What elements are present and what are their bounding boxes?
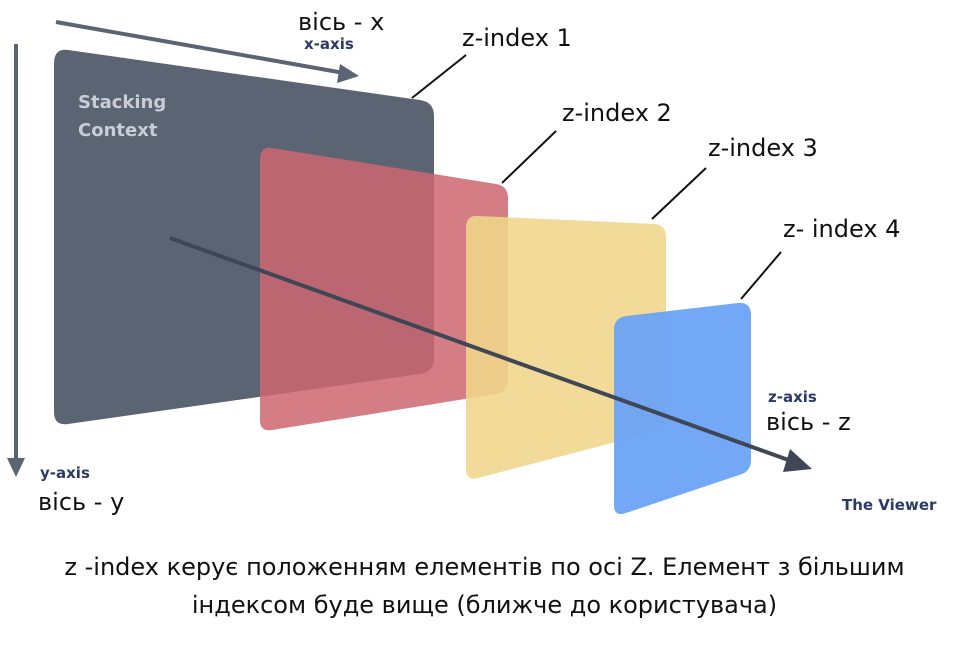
y-axis-label-ua: вісь - y xyxy=(38,488,124,516)
caption-line-2: індексом буде вище (ближче до користувач… xyxy=(191,591,778,619)
x-axis-label-ua: вісь - x xyxy=(298,8,384,36)
stacking-context-label-line1: Stacking xyxy=(78,92,166,113)
y-axis-arrowhead xyxy=(7,458,25,477)
z-index-1-leader xyxy=(411,54,467,99)
z-index-2-leader xyxy=(501,130,557,184)
x-axis-arrowhead xyxy=(337,64,359,83)
z-axis-label-ua: вісь - z xyxy=(766,408,851,436)
z-index-1-label: z-index 1 xyxy=(462,24,572,52)
z-index-2-panel xyxy=(260,147,508,431)
z-index-3-label: z-index 3 xyxy=(708,134,818,162)
z-index-4-leader xyxy=(740,251,782,300)
z-index-3-leader xyxy=(651,167,707,220)
caption: z -index керує положенням елементів по о… xyxy=(0,548,969,624)
z-index-4-label: z- index 4 xyxy=(783,215,900,243)
x-axis-line xyxy=(55,20,345,75)
stacking-context-label-line2: Context xyxy=(78,120,158,141)
z-axis-label-en: z-axis xyxy=(768,388,817,406)
z-index-2-label: z-index 2 xyxy=(562,99,672,127)
caption-line-1: z -index керує положенням елементів по о… xyxy=(64,553,905,581)
z-index-4-panel xyxy=(614,302,751,514)
y-axis-label-en: y-axis xyxy=(40,464,90,482)
x-axis-label-en: x-axis xyxy=(304,35,354,53)
z-axis-arrowhead xyxy=(783,449,812,472)
z-axis-line xyxy=(169,236,795,464)
viewer-label: The Viewer xyxy=(842,496,937,514)
